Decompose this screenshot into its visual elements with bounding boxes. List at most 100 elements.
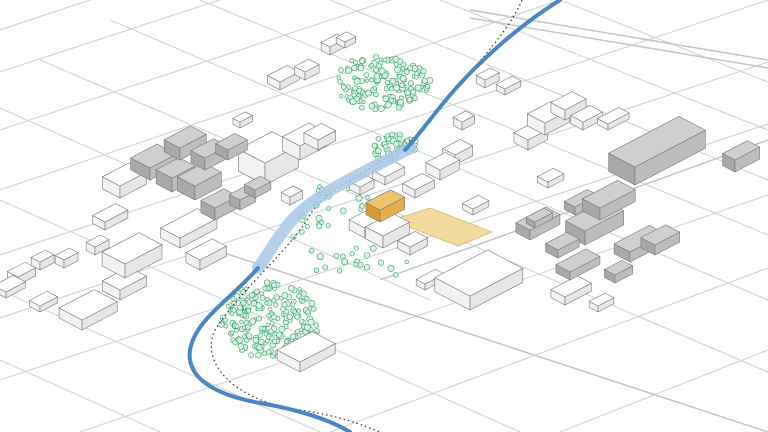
building-top — [159, 208, 218, 239]
tree — [316, 253, 324, 261]
tree — [351, 92, 357, 98]
tree — [393, 272, 399, 278]
tree — [363, 252, 371, 259]
tree — [404, 259, 409, 264]
tree — [304, 224, 310, 230]
tree — [316, 223, 323, 230]
industrial-building — [545, 232, 580, 259]
industrial-building-top — [545, 232, 580, 251]
tree — [339, 207, 347, 215]
tree — [420, 68, 427, 75]
tree — [296, 293, 302, 300]
building — [550, 275, 593, 306]
tree — [276, 331, 283, 338]
street — [559, 0, 768, 83]
building-top — [461, 194, 490, 210]
tree — [233, 292, 241, 300]
building — [348, 173, 375, 196]
tree — [256, 315, 262, 322]
tree — [256, 344, 263, 351]
street — [0, 289, 321, 432]
tree — [341, 258, 348, 266]
tree — [361, 99, 366, 104]
building-top — [58, 289, 118, 321]
tree — [407, 80, 414, 87]
tree — [297, 287, 302, 292]
tree — [299, 319, 305, 324]
tree — [240, 299, 247, 306]
building — [397, 231, 429, 256]
tree — [271, 298, 277, 304]
tree — [246, 299, 252, 305]
tree — [393, 84, 400, 92]
street — [0, 0, 222, 73]
tree — [388, 97, 395, 103]
industrial-building-top — [163, 125, 208, 149]
building-top — [596, 107, 630, 125]
tree — [325, 205, 332, 211]
tree — [229, 311, 235, 317]
tree — [222, 317, 229, 323]
building-top — [54, 247, 79, 261]
tree — [389, 77, 396, 85]
building-top — [570, 105, 604, 123]
building — [434, 249, 524, 311]
tree — [378, 259, 385, 266]
tree — [353, 261, 359, 267]
industrial-building — [163, 125, 208, 161]
tree — [406, 96, 413, 103]
tree — [226, 304, 231, 309]
tree — [373, 53, 380, 60]
building — [550, 91, 587, 121]
tree — [300, 298, 306, 304]
tree — [369, 63, 374, 68]
tree — [263, 279, 271, 286]
tree — [308, 299, 316, 307]
tree — [410, 89, 417, 96]
tree — [289, 333, 296, 340]
tree — [425, 84, 430, 89]
tree — [403, 69, 410, 75]
building-top — [28, 290, 59, 307]
tree — [308, 248, 315, 254]
tree — [373, 72, 381, 80]
industrial-building — [640, 224, 681, 256]
tree — [286, 313, 293, 320]
building — [28, 290, 59, 313]
building — [293, 58, 320, 81]
tree — [382, 95, 389, 103]
building — [452, 110, 475, 131]
tree — [245, 308, 251, 314]
tree — [322, 264, 329, 271]
building — [335, 31, 357, 49]
tree — [271, 314, 277, 321]
river-culvert-faded — [252, 142, 416, 274]
tree — [303, 323, 311, 331]
tree — [288, 285, 295, 292]
rail-line — [469, 17, 768, 69]
building-top — [536, 167, 565, 183]
tree — [365, 195, 370, 200]
tree — [337, 79, 343, 85]
tree — [359, 203, 365, 209]
industrial-building-top — [581, 180, 636, 209]
river-south-channel — [187, 266, 352, 432]
tree — [338, 94, 344, 99]
tree — [257, 332, 263, 338]
tree — [377, 105, 385, 112]
tree — [365, 89, 372, 97]
tree — [354, 245, 359, 251]
industrial-building-top — [603, 259, 634, 276]
tree — [399, 75, 407, 82]
tree — [272, 338, 278, 345]
building — [54, 247, 79, 269]
main-road — [199, 244, 768, 432]
building-top — [588, 292, 615, 307]
tree — [240, 289, 247, 296]
street — [329, 267, 768, 432]
building-top — [6, 261, 37, 278]
building-top — [434, 249, 524, 297]
building — [303, 123, 337, 151]
building — [101, 232, 163, 279]
